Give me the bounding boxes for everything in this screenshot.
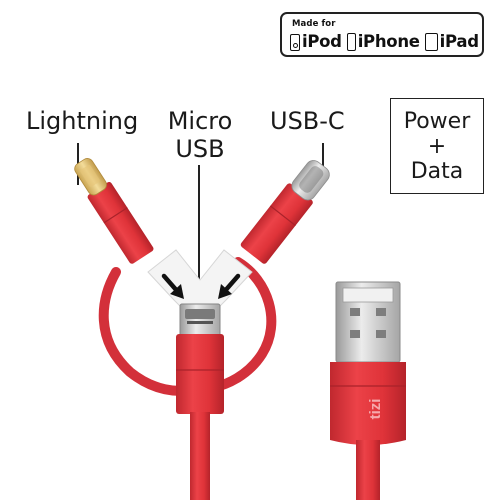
callout-line1: Power (403, 109, 471, 134)
callout-line3: Data (410, 159, 464, 184)
power-data-callout: Power + Data (390, 98, 484, 194)
arrow-left-icon (161, 273, 184, 299)
tizi-logo: tizi (367, 398, 384, 420)
micro-usb-label-line1: Micro (167, 107, 233, 135)
callout-line2: + (427, 134, 447, 159)
iphone-icon (346, 33, 356, 51)
lightning-label: Lightning (26, 107, 139, 135)
usb-c-connector (240, 160, 330, 264)
ipad-icon (424, 33, 438, 51)
device-name: iPhone (357, 32, 420, 51)
made-for-text: Made for (292, 19, 336, 29)
device-list: iPod iPhone iPad (290, 32, 484, 52)
arrow-right-icon (218, 273, 241, 299)
made-for-apple-badge: Made for iPod iPhone iPad (280, 12, 484, 57)
loop-cable (98, 267, 195, 396)
device-ipad: iPad (424, 32, 479, 52)
power-data-text: Power + Data (391, 109, 483, 184)
micro-usb-label: Micro USB (158, 107, 242, 163)
device-name: iPad (439, 32, 479, 51)
usb-a-connector (330, 281, 406, 500)
micro-usb-label-line2: USB (175, 135, 225, 163)
ipod-icon (290, 33, 300, 51)
micro-usb-connector (176, 303, 224, 500)
device-ipod: iPod (290, 32, 342, 52)
loop-cable-right (207, 257, 277, 393)
device-iphone: iPhone (346, 32, 420, 52)
usb-c-label: USB-C (270, 107, 345, 135)
device-name: iPod (302, 32, 342, 51)
lightning-connector (74, 158, 154, 264)
